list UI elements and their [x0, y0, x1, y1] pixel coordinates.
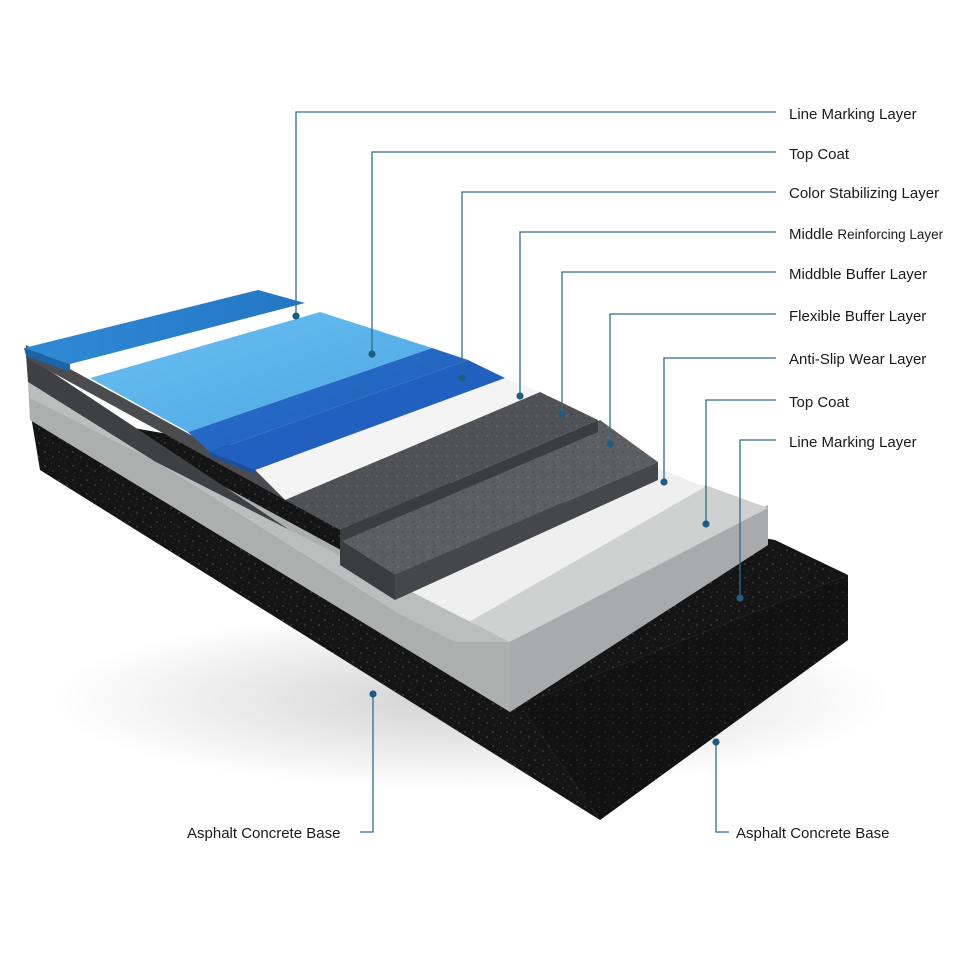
- callout-line-line-marking-top: [295, 111, 776, 316]
- callout-labels: Line Marking Layer Top Coat Color Stabil…: [187, 106, 944, 842]
- callout-dot-color-stabilizing: [458, 374, 466, 382]
- callout-line-asphalt-left: [360, 694, 374, 833]
- callout-dot-top-coat-1: [368, 350, 376, 358]
- callout-line-color-stabilizing: [461, 191, 776, 378]
- callout-dot-anti-slip: [660, 478, 668, 486]
- callout-line-asphalt-right: [715, 742, 729, 833]
- callout-line-middle-reinforcing: [519, 231, 776, 396]
- label-color-stabilizing: Color Stabilizing Layer: [789, 185, 939, 202]
- callout-line-middble-buffer: [561, 271, 776, 414]
- callout-line-anti-slip: [663, 357, 776, 482]
- label-middle-reinforcing-rest: Reinforcing Layer: [837, 227, 943, 242]
- label-middble-buffer: Middble Buffer Layer: [789, 266, 927, 283]
- callout-line-line-marking-bottom: [739, 439, 776, 598]
- line-marking-layer-shape: [24, 290, 305, 372]
- callout-dots: [292, 312, 744, 746]
- callout-dot-line-marking-top: [292, 312, 300, 320]
- label-line-marking-bottom: Line Marking Layer: [789, 434, 917, 451]
- callout-dot-asphalt-left: [369, 690, 377, 698]
- callout-dot-middle-reinforcing: [516, 392, 524, 400]
- callout-dot-top-coat-2: [702, 520, 710, 528]
- callout-line-flexible-buffer: [609, 313, 776, 444]
- anti-slip-white-face: [395, 465, 705, 630]
- middle-reinforcing-white-strip: [255, 378, 540, 500]
- blue-layer-underside: [26, 345, 285, 500]
- line-marking-white-stripe: [70, 303, 320, 378]
- label-line-marking-top: Line Marking Layer: [789, 106, 917, 123]
- label-middle-reinforcing-prefix: Middle: [789, 226, 837, 243]
- asphalt-base-slab: [30, 410, 848, 820]
- callout-dot-flexible-buffer: [606, 440, 614, 448]
- label-top-coat-1: Top Coat: [789, 146, 850, 163]
- label-flexible-buffer: Flexible Buffer Layer: [789, 308, 926, 325]
- callout-line-top-coat-1: [371, 151, 776, 354]
- middle-buffer-layer-shape: [285, 392, 598, 542]
- flexible-buffer-layer-shape: [340, 420, 658, 600]
- label-top-coat-2: Top Coat: [789, 394, 850, 411]
- top-coat-light-blue-face: [90, 312, 432, 432]
- label-asphalt-right: Asphalt Concrete Base: [736, 825, 889, 842]
- callout-dot-asphalt-right: [712, 738, 720, 746]
- gray-primer-slab: [28, 380, 768, 712]
- callout-lines: [295, 111, 776, 833]
- label-anti-slip: Anti-Slip Wear Layer: [789, 351, 926, 368]
- callout-dot-line-marking-bottom: [736, 594, 744, 602]
- label-asphalt-left: Asphalt Concrete Base: [187, 825, 340, 842]
- top-coat-gray-face: [455, 485, 768, 642]
- callout-line-top-coat-2: [705, 399, 776, 524]
- color-stabilizing-layer-shape: [188, 348, 505, 474]
- callout-dot-middble-buffer: [558, 410, 566, 418]
- label-middle-reinforcing: Middle Reinforcing Layer: [789, 226, 944, 243]
